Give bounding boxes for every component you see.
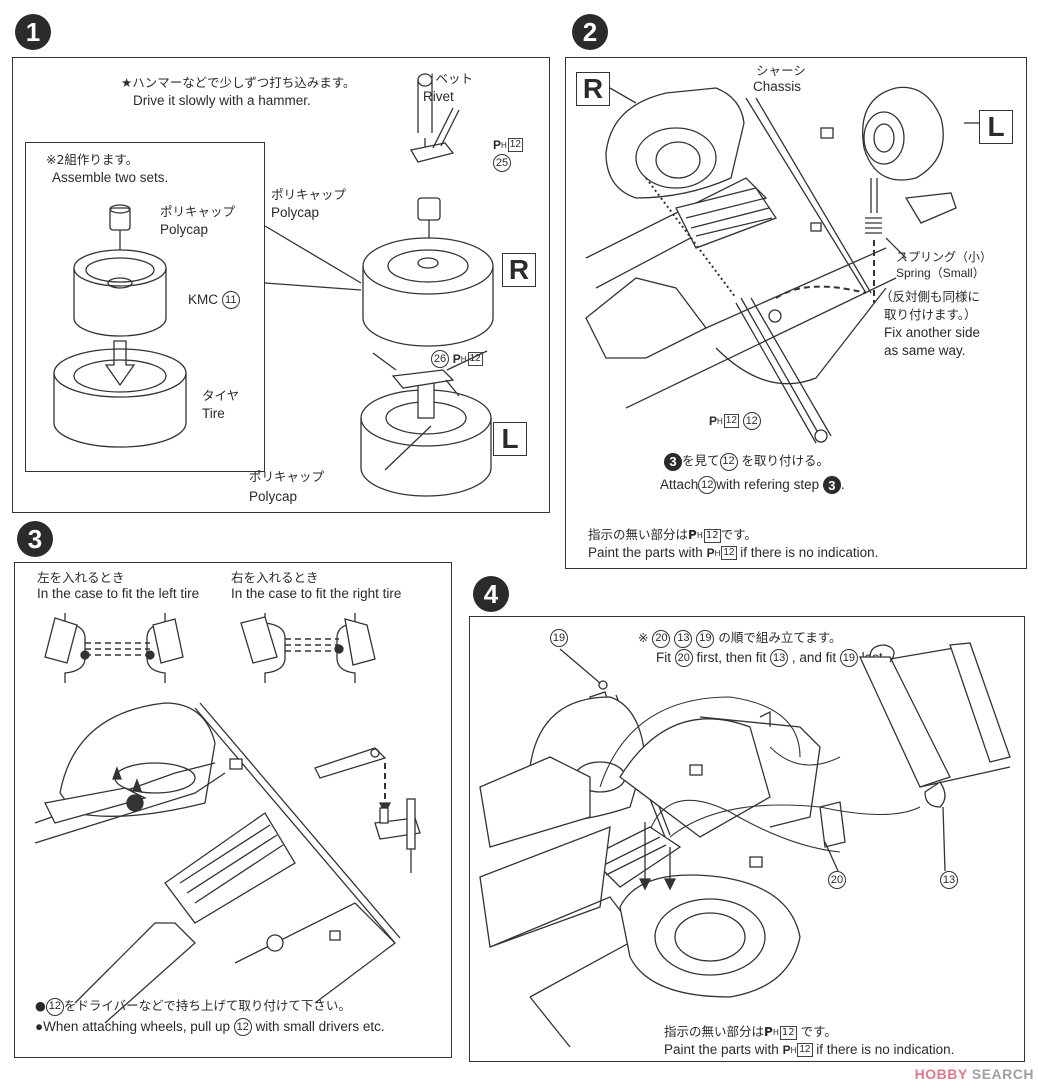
polycap-label-jp-r: ポリキャップ xyxy=(271,187,347,202)
left-tire-en: In the case to fit the left tire xyxy=(37,586,200,601)
polycap-label-en-r: Polycap xyxy=(271,205,320,220)
step-1-number: 1 xyxy=(15,14,51,50)
step-4-number: 4 xyxy=(473,576,509,612)
tip-en: ●When attaching wheels, pull up 12 with … xyxy=(35,1018,385,1037)
right-wheel-badge: R xyxy=(502,253,536,287)
other-side-jp-1: （反対側も同様に xyxy=(880,289,981,304)
other-side-en-1: Fix another side xyxy=(884,325,981,340)
step-4-panel: ※ 20 13 19 の順で組み立てます。 Fit 20 first, then… xyxy=(469,616,1025,1062)
part-19-callout: 19 xyxy=(550,629,568,648)
right-tire-en: In the case to fit the right tire xyxy=(231,586,402,601)
spring-label-en: Spring（Small） xyxy=(896,266,985,280)
step-2-number: 2 xyxy=(572,14,608,50)
left-tire-jp: 左を入れるとき xyxy=(37,570,125,585)
kmc-label: KMC 11 xyxy=(188,291,240,310)
tire-label-jp: タイヤ xyxy=(202,388,240,403)
step-2-chassis-drawing xyxy=(585,86,979,444)
step-1-inset: ※2組作ります。 Assemble two sets. ポリキャップ Polyc… xyxy=(25,142,265,472)
step-3-number: 3 xyxy=(17,521,53,557)
spring-label-jp: スプリング（小） xyxy=(896,250,993,264)
step-4-assembly-drawing xyxy=(479,642,1011,1048)
part-20-callout: 20 xyxy=(828,871,846,890)
right-tire-jp: 右を入れるとき xyxy=(231,570,319,585)
right-wheel-badge: R xyxy=(576,72,610,106)
hobby-search-watermark: HOBBY SEARCH xyxy=(914,1066,1034,1082)
tire-label-en: Tire xyxy=(202,406,225,421)
polycap-label-en-l: Polycap xyxy=(249,489,298,504)
inset-note-en: Assemble two sets. xyxy=(52,170,169,185)
rivet-label-en: Rivet xyxy=(423,89,454,104)
step-3-panel: 左を入れるとき In the case to fit the left tire… xyxy=(14,562,452,1058)
inset-note-jp: ※2組作ります。 xyxy=(46,152,139,167)
wheel-tire-drawing xyxy=(53,204,187,448)
left-wheel-badge: L xyxy=(979,110,1013,144)
step-1-note-jp: ★ハンマーなどで少しずつ打ち込みます。 xyxy=(121,75,356,90)
tire-fit-diagrams xyxy=(34,613,421,1024)
step-1-hub-drawing xyxy=(264,73,494,497)
polycap-label-jp-l: ポリキャップ xyxy=(249,469,325,484)
part-25-label: 25 xyxy=(493,154,511,173)
step-1-panel: ★ハンマーなどで少しずつ打ち込みます。 Drive it slowly with… xyxy=(12,57,550,513)
order-note-jp: ※ 20 13 19 の順で組み立てます。 xyxy=(638,629,842,648)
rivet-label-jp: リベット xyxy=(423,71,474,86)
chassis-label-en: Chassis xyxy=(753,79,802,94)
left-wheel-badge: L xyxy=(493,422,527,456)
step-2-panel: R L シャーシ Chassis スプリング（小） Spring xyxy=(565,57,1027,569)
part-13-callout: 13 xyxy=(940,871,958,890)
other-side-en-2: as same way. xyxy=(884,343,966,358)
polycap-label-jp-inset: ポリキャップ xyxy=(160,204,236,219)
chassis-label-jp: シャーシ xyxy=(756,63,806,78)
other-side-jp-2: 取り付けます。） xyxy=(884,307,977,322)
polycap-label-en-inset: Polycap xyxy=(160,222,209,237)
step-1-note-en: Drive it slowly with a hammer. xyxy=(133,93,311,108)
